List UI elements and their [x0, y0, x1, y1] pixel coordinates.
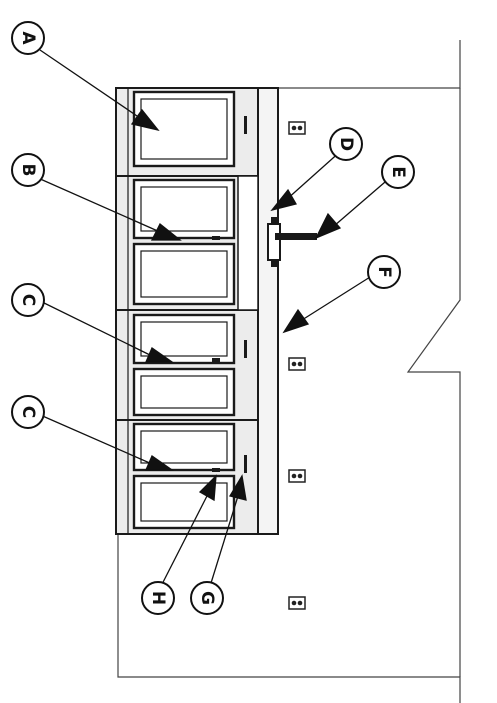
outlet-icon [288, 469, 306, 483]
handle [212, 116, 247, 473]
callout-D: D [329, 127, 363, 161]
callout-C: C [11, 395, 45, 429]
door-panel [132, 178, 236, 240]
callout-label: A [18, 31, 38, 45]
door-panel [132, 242, 236, 306]
callout-E: E [381, 155, 415, 189]
countertop-edge [257, 87, 279, 535]
leader-lines [37, 49, 393, 597]
callout-C: C [11, 283, 45, 317]
door-panel [132, 90, 236, 168]
callout-A: A [11, 21, 45, 55]
callout-label: C [18, 406, 38, 418]
callout-label: C [18, 294, 38, 306]
callout-G: G [190, 581, 224, 615]
outlet-icon [288, 121, 306, 135]
faucet [267, 217, 317, 267]
outlet-icon [288, 357, 306, 371]
callout-label: B [18, 164, 38, 177]
callout-label: G [197, 591, 217, 605]
callout-label: F [374, 266, 394, 278]
callout-label: E [388, 166, 408, 178]
door-panel [132, 474, 236, 530]
callout-B: B [11, 153, 45, 187]
door-panel [132, 367, 236, 417]
callout-label: D [336, 137, 356, 151]
outlet-icon [288, 596, 306, 610]
door-panel [132, 313, 236, 365]
callout-label: H [148, 591, 168, 605]
callout-H: H [141, 581, 175, 615]
cabinet-run [115, 87, 317, 535]
callout-F: F [367, 255, 401, 289]
